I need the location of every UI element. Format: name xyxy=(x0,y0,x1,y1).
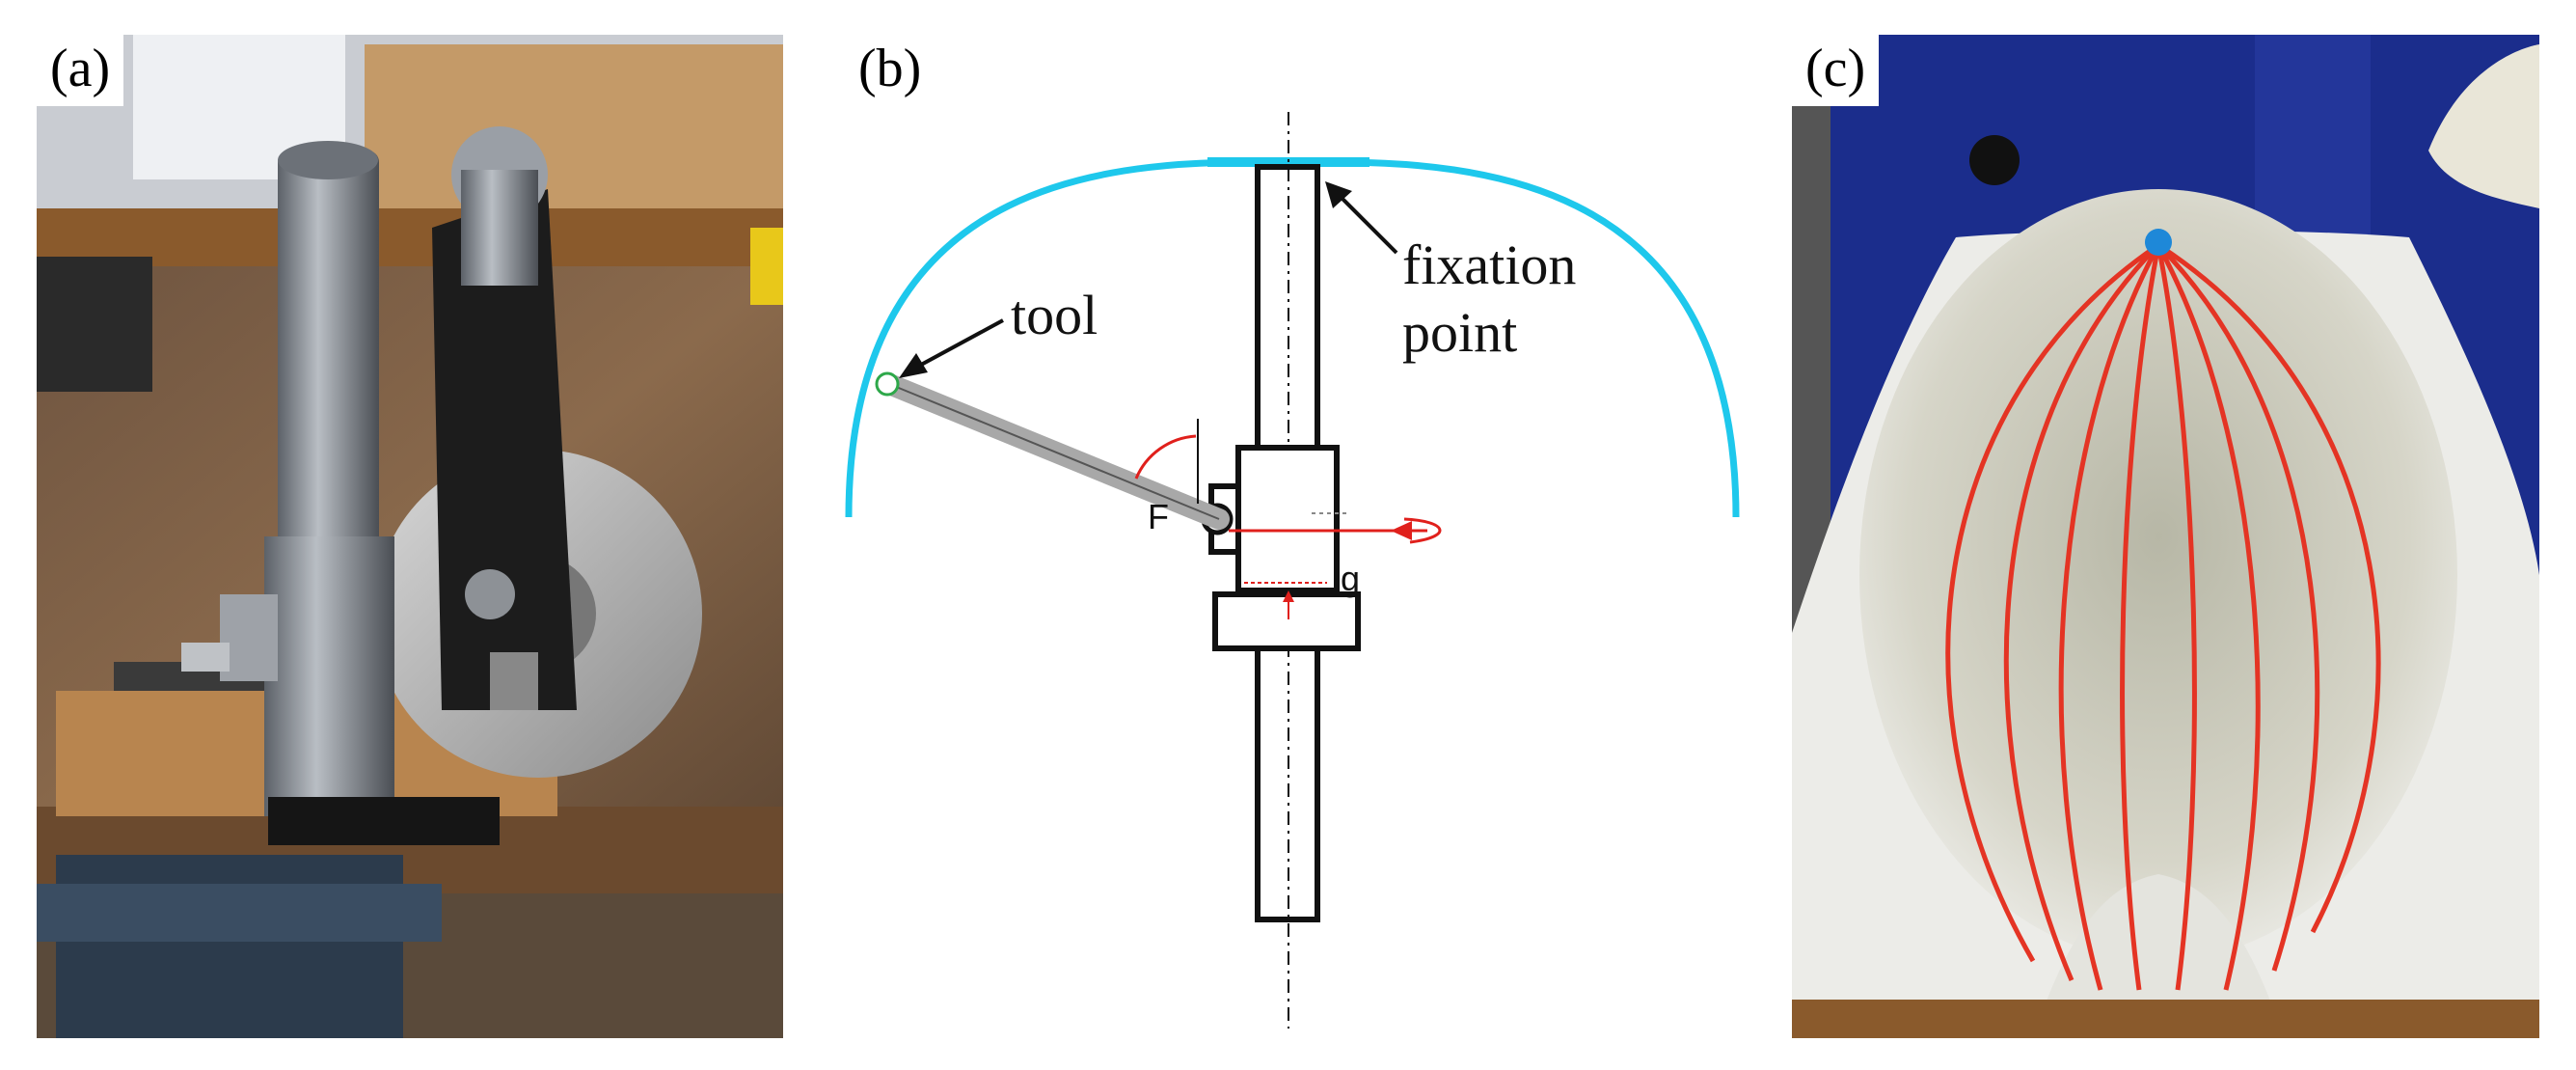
panel-c-label: (c) xyxy=(1792,35,1880,106)
rotation-arrowhead xyxy=(1391,521,1412,540)
rotation-arrow xyxy=(1403,517,1442,544)
gravity-label: g xyxy=(1341,559,1360,598)
panel-a-label: (a) xyxy=(37,35,124,106)
panel-b: (b) F g too xyxy=(829,35,1755,1038)
tool-rod-edge xyxy=(888,383,1220,520)
base-collar xyxy=(1212,591,1361,651)
fixation-label-line1: fixation xyxy=(1402,233,1576,296)
fixation-pointer-arrowhead xyxy=(1325,181,1352,208)
lift-arrowhead xyxy=(1283,590,1294,602)
slider-block xyxy=(1235,445,1340,593)
schematic-diagram: F g tool fixation point xyxy=(845,112,1740,1029)
tool-pointer-arrowhead xyxy=(899,353,928,378)
angle-arc xyxy=(1134,434,1197,480)
dome-shape xyxy=(1859,189,2457,961)
red-threads xyxy=(1945,242,2381,991)
dome-preform-photo xyxy=(1792,35,2539,1038)
test-rig-photo xyxy=(37,35,783,1038)
panel-c: (c) xyxy=(1792,35,2539,1038)
tool-pointer-line xyxy=(909,318,1004,372)
fixation-label-line2: point xyxy=(1402,301,1517,364)
tool-label: tool xyxy=(1011,284,1098,346)
panel-b-label: (b) xyxy=(858,35,935,106)
force-label: F xyxy=(1148,497,1169,536)
panel-a: (a) xyxy=(37,35,783,1038)
fixation-pointer-line xyxy=(1331,187,1398,255)
tool-tip xyxy=(875,371,900,397)
